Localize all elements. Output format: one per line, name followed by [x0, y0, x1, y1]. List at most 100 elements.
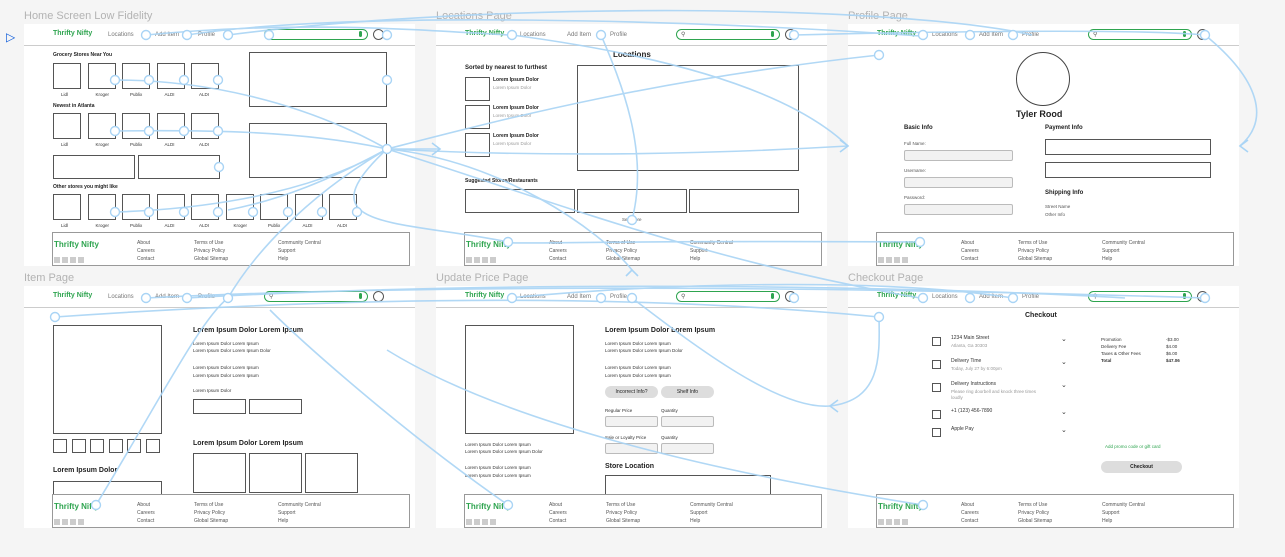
- mic-icon[interactable]: [1183, 293, 1186, 299]
- nav-add-item[interactable]: Add Item: [979, 32, 1004, 38]
- payment-field[interactable]: [1045, 162, 1211, 178]
- footer-link[interactable]: Global Sitemap: [194, 256, 229, 262]
- footer-link[interactable]: About: [137, 240, 151, 246]
- store-card[interactable]: [87, 113, 116, 139]
- full-name-field[interactable]: [904, 150, 1013, 161]
- shelf-info-button[interactable]: Shelf Info: [661, 386, 714, 398]
- chevron-down-icon[interactable]: ⌄: [1061, 382, 1067, 389]
- footer-link[interactable]: Global Sitemap: [606, 518, 641, 524]
- footer-link[interactable]: Global Sitemap: [1018, 256, 1053, 262]
- avatar[interactable]: [373, 29, 384, 40]
- product-image[interactable]: [53, 325, 162, 434]
- checkbox[interactable]: [932, 410, 941, 419]
- footer-link[interactable]: Community Central: [278, 240, 321, 246]
- brand-logo[interactable]: Thrifty Nifty: [877, 30, 917, 37]
- nav-add-item[interactable]: Add Item: [155, 294, 180, 300]
- chevron-down-icon[interactable]: ⌄: [1061, 427, 1067, 434]
- footer-link[interactable]: Terms of Use: [1018, 240, 1048, 246]
- image-placeholder[interactable]: [249, 52, 387, 107]
- footer-link[interactable]: Careers: [549, 510, 567, 516]
- social-icon[interactable]: [78, 519, 84, 525]
- footer-link[interactable]: Terms of Use: [606, 240, 636, 246]
- store-card[interactable]: [225, 194, 254, 220]
- avatar[interactable]: [785, 291, 796, 302]
- footer-link[interactable]: Community Central: [690, 240, 733, 246]
- thumbnail[interactable]: [71, 439, 86, 453]
- mic-icon[interactable]: [771, 31, 774, 37]
- footer-link[interactable]: Global Sitemap: [194, 518, 229, 524]
- related-card[interactable]: [305, 453, 358, 493]
- search-input[interactable]: ⚲: [1088, 29, 1192, 40]
- social-icon[interactable]: [474, 519, 480, 525]
- footer-link[interactable]: Support: [1102, 510, 1120, 516]
- search-input[interactable]: ⚲: [676, 291, 780, 302]
- related-card[interactable]: [249, 453, 302, 493]
- social-icon[interactable]: [902, 519, 908, 525]
- nav-locations[interactable]: Locations: [520, 294, 546, 300]
- profile-avatar[interactable]: [1016, 52, 1070, 106]
- social-icon[interactable]: [490, 519, 496, 525]
- location-title[interactable]: Lorem Ipsum Dolor: [493, 105, 539, 111]
- store-card[interactable]: [156, 113, 185, 139]
- footer-link[interactable]: Community Central: [690, 502, 733, 508]
- social-icon[interactable]: [466, 519, 472, 525]
- search-input[interactable]: ⚲: [1088, 291, 1192, 302]
- footer-link[interactable]: About: [961, 502, 975, 508]
- brand-logo[interactable]: Thrifty Nifty: [877, 292, 917, 299]
- footer-brand[interactable]: Thrifty Nifty: [878, 502, 923, 511]
- brand-logo[interactable]: Thrifty Nifty: [53, 292, 93, 299]
- footer-link[interactable]: Global Sitemap: [606, 256, 641, 262]
- social-icon[interactable]: [70, 257, 76, 263]
- social-icon[interactable]: [482, 519, 488, 525]
- password-field[interactable]: [904, 204, 1013, 215]
- footer-link[interactable]: Support: [1102, 248, 1120, 254]
- social-icon[interactable]: [54, 519, 60, 525]
- store-card[interactable]: [294, 194, 323, 220]
- store-card[interactable]: [260, 194, 288, 220]
- image-placeholder[interactable]: [249, 123, 387, 178]
- social-icon[interactable]: [70, 519, 76, 525]
- footer-link[interactable]: Contact: [549, 518, 567, 524]
- product-image[interactable]: [465, 325, 574, 434]
- footer-brand[interactable]: Thrifty Nifty: [466, 502, 511, 511]
- item-option-box[interactable]: [249, 399, 302, 414]
- nav-add-item[interactable]: Add Item: [979, 294, 1004, 300]
- footer-link[interactable]: Support: [690, 510, 708, 516]
- location-thumb[interactable]: [465, 77, 490, 101]
- store-card[interactable]: [53, 63, 81, 89]
- footer-link[interactable]: Community Central: [1102, 240, 1145, 246]
- social-icon[interactable]: [482, 257, 488, 263]
- map-placeholder[interactable]: [577, 65, 799, 171]
- nav-profile[interactable]: Profile: [610, 294, 628, 300]
- footer-link[interactable]: Privacy Policy: [194, 248, 226, 254]
- footer-link[interactable]: Careers: [137, 248, 155, 254]
- store-card[interactable]: [156, 63, 185, 89]
- store-card[interactable]: [87, 63, 116, 89]
- footer-link[interactable]: About: [137, 502, 151, 508]
- store-location-map[interactable]: [605, 475, 771, 495]
- social-icon[interactable]: [886, 519, 892, 525]
- chevron-down-icon[interactable]: ⌄: [1061, 409, 1067, 416]
- social-icon[interactable]: [466, 257, 472, 263]
- store-card[interactable]: [191, 63, 219, 89]
- card-placeholder[interactable]: [53, 155, 135, 179]
- social-icon[interactable]: [62, 257, 68, 263]
- footer-link[interactable]: Privacy Policy: [606, 248, 638, 254]
- footer-link[interactable]: About: [961, 240, 975, 246]
- checkbox[interactable]: [932, 428, 941, 437]
- footer-link[interactable]: Terms of Use: [194, 240, 224, 246]
- nav-profile[interactable]: Profile: [1022, 294, 1040, 300]
- thumbnail[interactable]: [90, 439, 104, 453]
- avatar[interactable]: [1197, 29, 1208, 40]
- see-more-link[interactable]: See More: [622, 217, 642, 222]
- footer-link[interactable]: Help: [1102, 518, 1113, 524]
- footer-link[interactable]: Contact: [961, 518, 979, 524]
- suggested-card[interactable]: [465, 189, 575, 213]
- nav-locations[interactable]: Locations: [108, 294, 134, 300]
- footer-link[interactable]: Terms of Use: [606, 502, 636, 508]
- footer-link[interactable]: Support: [278, 510, 296, 516]
- nav-profile[interactable]: Profile: [198, 32, 216, 38]
- footer-link[interactable]: Help: [690, 256, 701, 262]
- location-thumb[interactable]: [465, 105, 490, 129]
- footer-link[interactable]: Help: [278, 256, 289, 262]
